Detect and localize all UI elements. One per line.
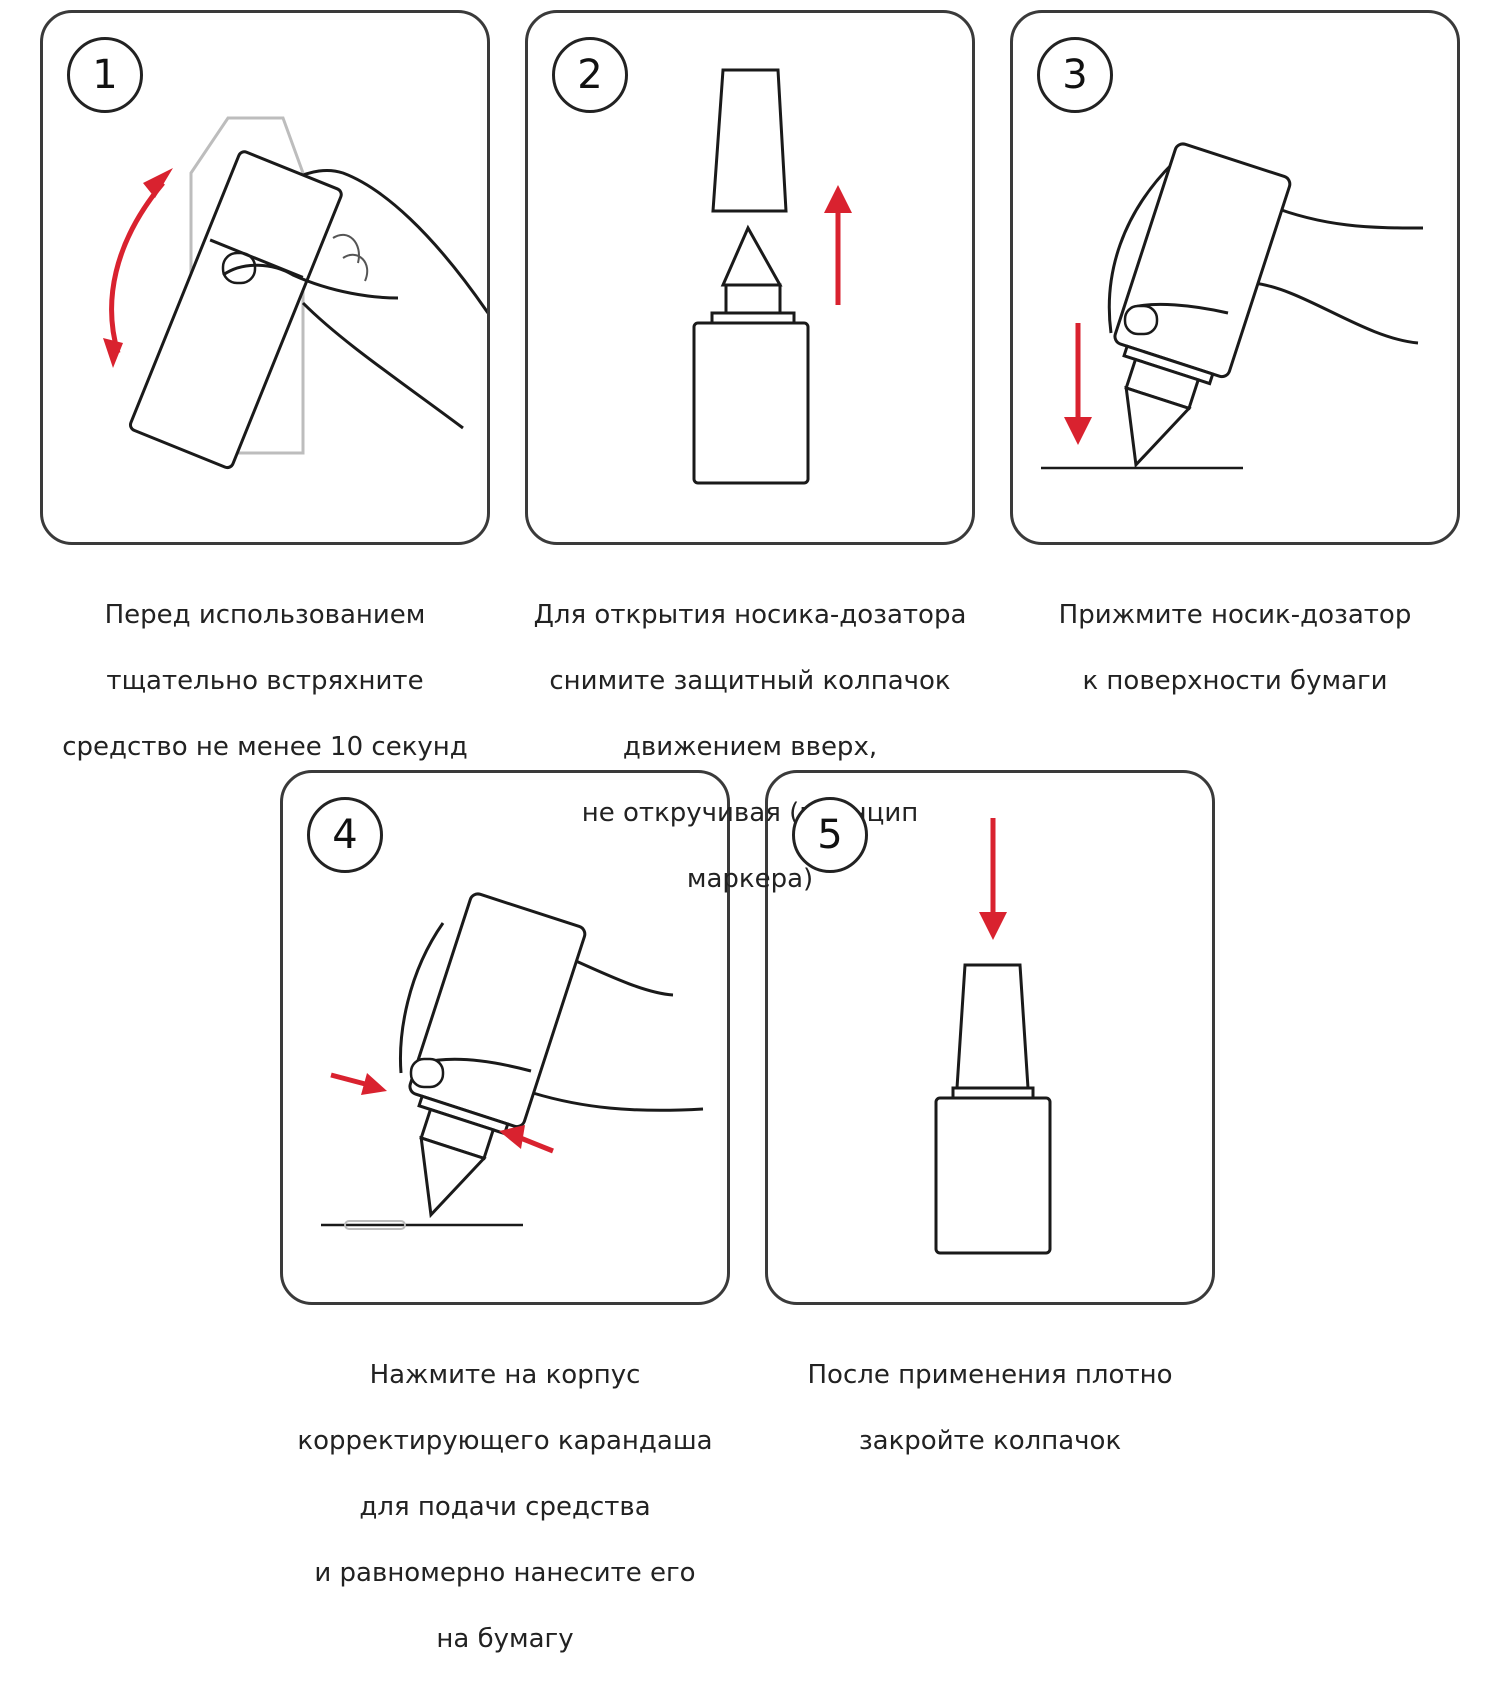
- remove-cap-icon: [692, 68, 852, 485]
- close-cap-icon: [934, 818, 1052, 1255]
- step-3-caption: Прижмите носик-дозатор к поверхности бум…: [1058, 600, 1412, 696]
- step-1-panel: 1: [40, 10, 490, 545]
- press-nozzle-icon: [1041, 142, 1424, 470]
- step-2-caption: Для открытия носика-дозатора снимите защ…: [533, 600, 967, 894]
- step-5-caption: После применения плотно закройте колпачо…: [807, 1360, 1173, 1456]
- step-5-number: 5: [792, 797, 868, 873]
- step-2-panel: 2: [525, 10, 975, 545]
- step-4-panel: 4: [280, 770, 730, 1305]
- step-5-panel: 5: [765, 770, 1215, 1305]
- shake-bottle-icon: [103, 116, 487, 470]
- step-2-number: 2: [552, 37, 628, 113]
- step-3-panel: 3: [1010, 10, 1460, 545]
- squeeze-bottle-icon: [321, 892, 704, 1230]
- step-4-caption: Нажмите на корпус корректирующего каранд…: [297, 1360, 713, 1654]
- step-1-number: 1: [67, 37, 143, 113]
- step-4-number: 4: [307, 797, 383, 873]
- step-1-caption: Перед использованием тщательно встряхнит…: [62, 600, 468, 762]
- step-3-number: 3: [1037, 37, 1113, 113]
